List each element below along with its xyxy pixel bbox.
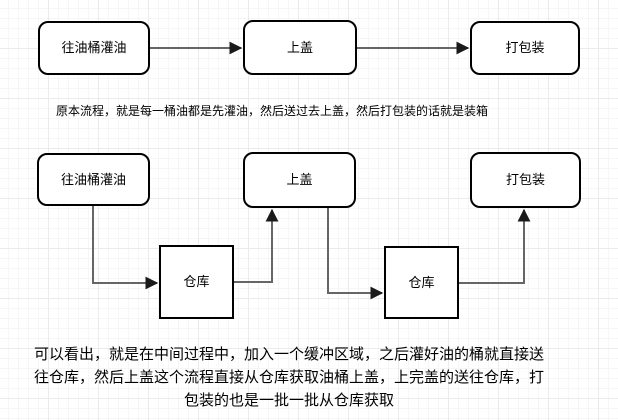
flow2-node-warehouse1[interactable]: 仓库 bbox=[159, 245, 234, 319]
edge-warehouse2-to-pack[interactable] bbox=[459, 208, 531, 284]
node-label: 上盖 bbox=[286, 39, 313, 55]
node-label: 上盖 bbox=[286, 172, 313, 188]
flow1-node-fill-barrel[interactable]: 往油桶灌油 bbox=[38, 21, 150, 75]
node-label: 打包装 bbox=[505, 40, 545, 56]
node-label: 仓库 bbox=[183, 274, 210, 290]
flow2-caption-line: 包装的也是一批一批从仓库获取 bbox=[183, 392, 394, 409]
flow1-node-cap[interactable]: 上盖 bbox=[243, 20, 357, 75]
node-label: 打包装 bbox=[505, 172, 545, 188]
node-label: 仓库 bbox=[408, 274, 435, 290]
flow2-caption-line: 可以看出，就是在中间过程中，加入一个缓冲区域，之后灌好油的桶就直接送 bbox=[33, 346, 544, 363]
flow2-caption-line: 往仓库，然后上盖这个流程直接从仓库获取油桶上盖，上完盖的送往仓库，打 bbox=[33, 369, 544, 386]
edge-cap-to-warehouse2[interactable] bbox=[327, 208, 384, 300]
flow2-node-fill-barrel[interactable]: 往油桶灌油 bbox=[37, 153, 150, 206]
flow2-caption[interactable]: 可以看出，就是在中间过程中，加入一个缓冲区域，之后灌好油的桶就直接送 往仓库，然… bbox=[8, 343, 570, 412]
flow1-caption[interactable]: 原本流程，就是每一桶油都是先灌油，然后送过去上盖，然后打包装的话就是装箱 bbox=[56, 104, 489, 118]
flow2-node-pack[interactable]: 打包装 bbox=[470, 152, 581, 208]
flow1-node-pack[interactable]: 打包装 bbox=[470, 21, 580, 75]
flow2-node-warehouse2[interactable]: 仓库 bbox=[384, 246, 459, 319]
edge-warehouse1-to-cap[interactable] bbox=[234, 208, 279, 283]
node-label: 往油桶灌油 bbox=[61, 40, 127, 56]
node-label: 往油桶灌油 bbox=[60, 171, 126, 187]
edge-fill-to-warehouse1[interactable] bbox=[92, 206, 159, 290]
flow2-node-cap[interactable]: 上盖 bbox=[243, 152, 356, 208]
